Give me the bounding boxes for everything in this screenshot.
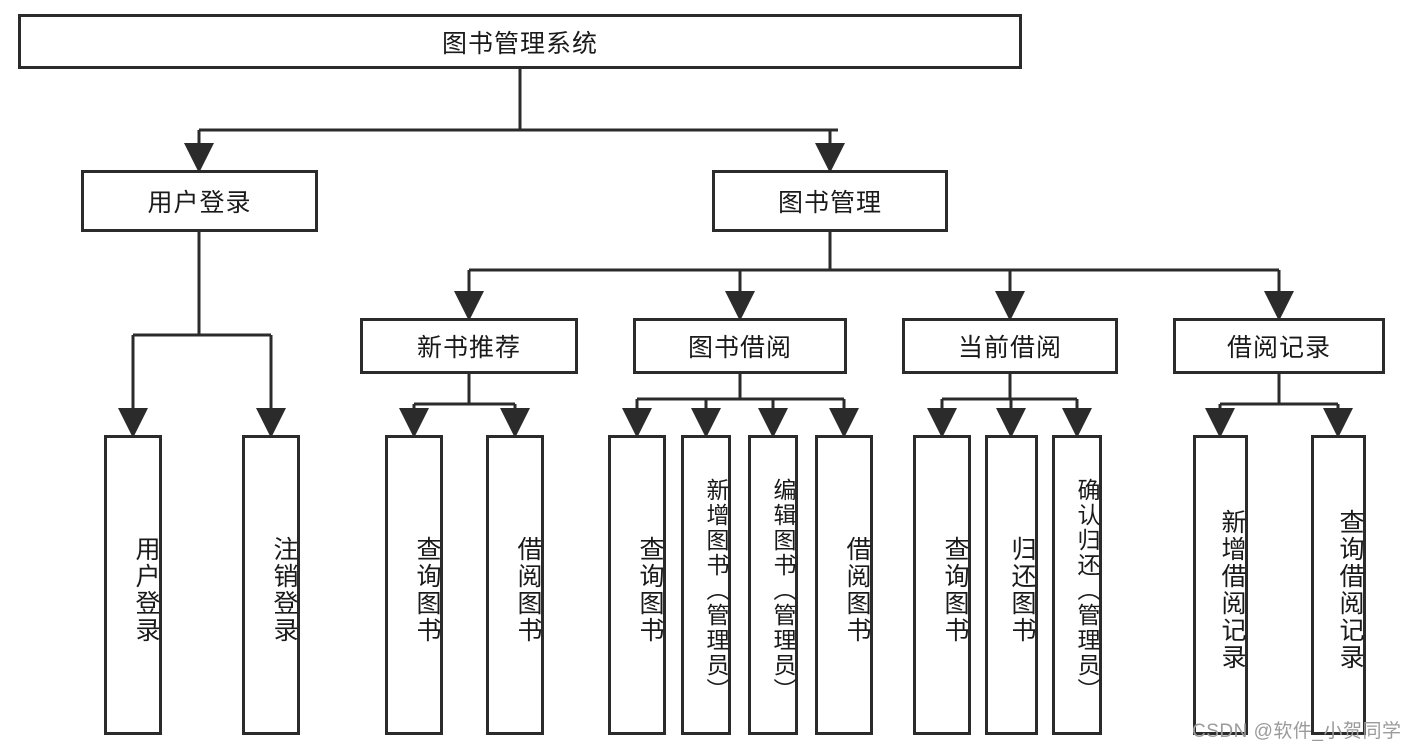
leaf-borrow-do-book-label: 借阅图书 xyxy=(843,536,871,644)
node-borrow-record[interactable]: 借阅记录 xyxy=(1173,318,1385,374)
leaf-current-confirm-return-label: 确认归还（管理员） xyxy=(1074,477,1100,703)
leaf-current-return-book-label: 归还图书 xyxy=(1008,536,1036,644)
node-book-manage-label: 图书管理 xyxy=(777,189,882,217)
leaf-rec-borrow-book[interactable]: 借阅图书 xyxy=(486,435,544,735)
csdn-watermark: CSDN @软件_小贺同学 xyxy=(1192,721,1402,742)
leaf-current-return-book[interactable]: 归还图书 xyxy=(985,435,1038,735)
leaf-rec-query-book-label: 查询图书 xyxy=(413,536,441,644)
node-root-label: 图书管理系统 xyxy=(441,29,598,58)
leaf-record-query[interactable]: 查询借阅记录 xyxy=(1311,435,1366,735)
leaf-current-confirm-return[interactable]: 确认归还（管理员） xyxy=(1052,435,1102,735)
leaf-borrow-add-book[interactable]: 新增图书（管理员） xyxy=(681,435,731,735)
leaf-rec-query-book[interactable]: 查询图书 xyxy=(385,435,443,735)
leaf-rec-borrow-book-label: 借阅图书 xyxy=(514,536,542,644)
leaf-borrow-query-book[interactable]: 查询图书 xyxy=(608,435,666,735)
node-user-login-label: 用户登录 xyxy=(147,189,252,217)
node-book-manage[interactable]: 图书管理 xyxy=(712,170,948,232)
node-new-book-rec[interactable]: 新书推荐 xyxy=(360,318,578,374)
leaf-current-query-book[interactable]: 查询图书 xyxy=(913,435,971,735)
node-new-book-rec-label: 新书推荐 xyxy=(416,334,521,362)
leaf-user-logout-label: 注销登录 xyxy=(270,536,298,644)
leaf-borrow-query-book-label: 查询图书 xyxy=(636,536,664,644)
node-user-login[interactable]: 用户登录 xyxy=(81,170,318,232)
node-borrow-record-label: 借阅记录 xyxy=(1226,334,1331,362)
node-current-borrow-label: 当前借阅 xyxy=(957,334,1062,362)
leaf-record-add[interactable]: 新增借阅记录 xyxy=(1193,435,1248,735)
leaf-borrow-edit-book-label: 编辑图书（管理员） xyxy=(770,477,796,703)
leaf-record-add-label: 新增借阅记录 xyxy=(1218,509,1246,671)
node-current-borrow[interactable]: 当前借阅 xyxy=(902,318,1118,374)
leaf-borrow-do-book[interactable]: 借阅图书 xyxy=(815,435,873,735)
leaf-user-login[interactable]: 用户登录 xyxy=(104,435,162,735)
leaf-record-query-label: 查询借阅记录 xyxy=(1336,509,1364,671)
node-book-borrow-label: 图书借阅 xyxy=(687,334,792,362)
leaf-user-logout[interactable]: 注销登录 xyxy=(242,435,300,735)
leaf-current-query-book-label: 查询图书 xyxy=(941,536,969,644)
leaf-borrow-add-book-label: 新增图书（管理员） xyxy=(703,477,729,703)
node-book-borrow[interactable]: 图书借阅 xyxy=(633,318,847,374)
node-root[interactable]: 图书管理系统 xyxy=(18,14,1022,69)
leaf-borrow-edit-book[interactable]: 编辑图书（管理员） xyxy=(748,435,798,735)
leaf-user-login-label: 用户登录 xyxy=(132,536,160,644)
